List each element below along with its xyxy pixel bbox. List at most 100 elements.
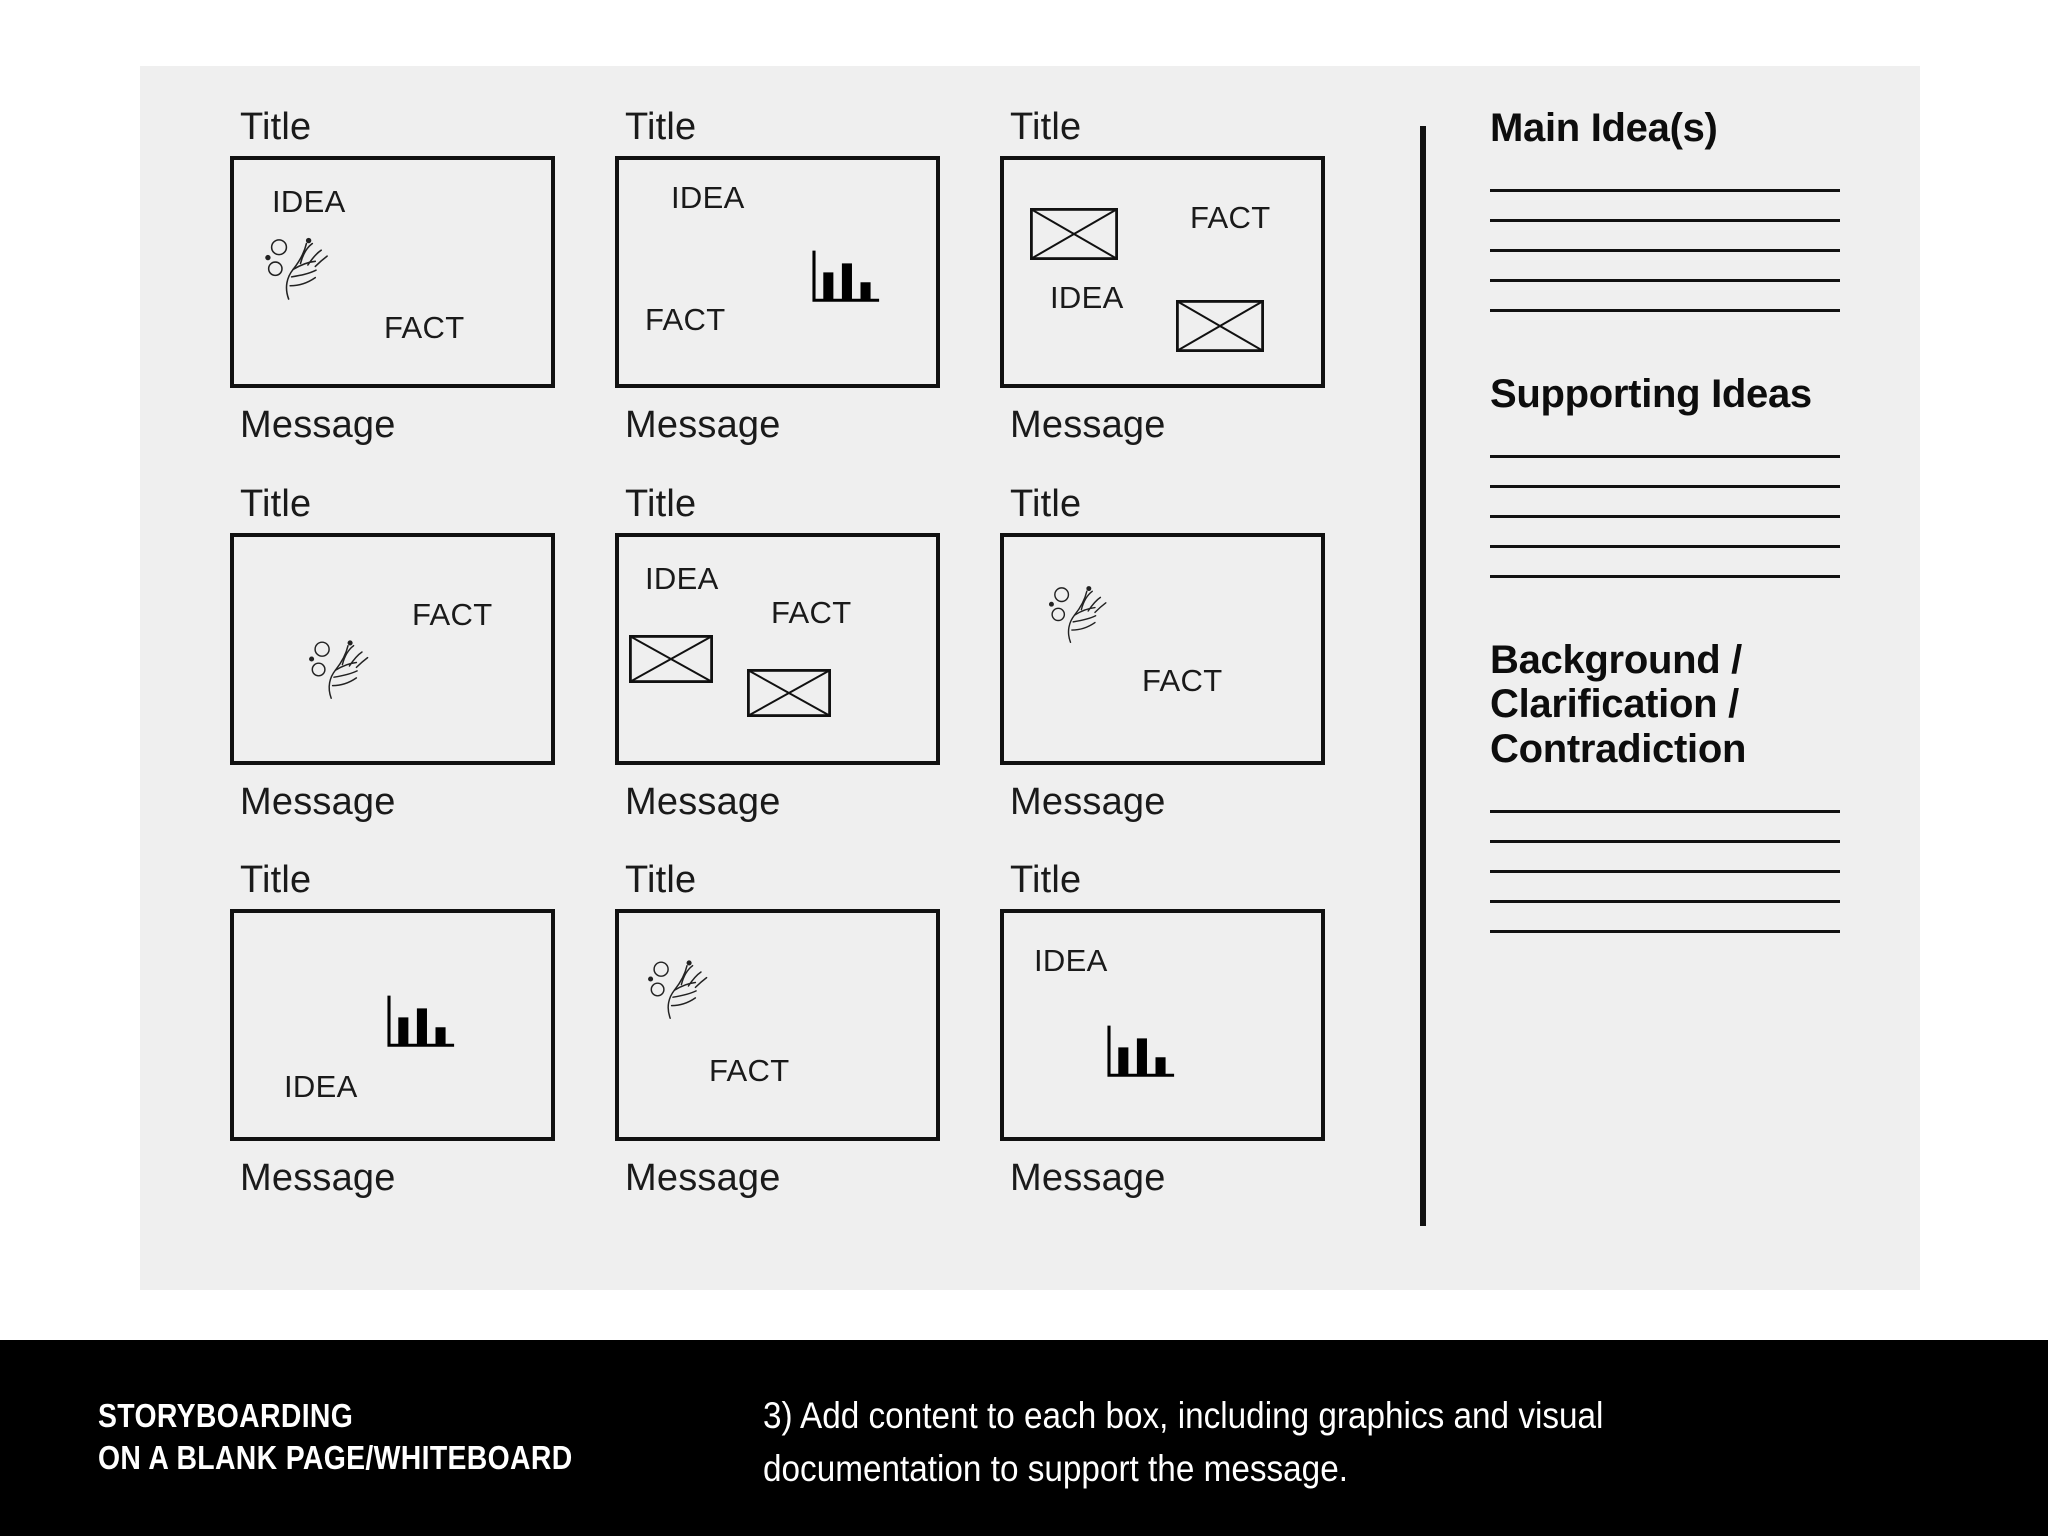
card-title: Title	[1010, 859, 1082, 902]
card-token-label-idea: IDEA	[284, 1069, 358, 1105]
crossed-image-placeholder-icon	[746, 668, 831, 717]
card-frame[interactable]: IDEA	[1000, 909, 1325, 1142]
note-rule[interactable]	[1490, 454, 1840, 458]
note-rule[interactable]	[1490, 544, 1840, 548]
card-token-label-fact: FACT	[771, 594, 852, 630]
card-frame[interactable]: IDEA	[230, 909, 555, 1142]
plant-sketch-icon	[645, 951, 715, 1021]
card-frame[interactable]: FACT	[230, 532, 555, 765]
note-rule[interactable]	[1490, 188, 1840, 192]
card-title: Title	[240, 482, 312, 525]
notes-heading: Supporting Ideas	[1490, 371, 1812, 416]
card-message: Message	[625, 404, 781, 446]
note-rule[interactable]	[1490, 869, 1840, 873]
card-frame[interactable]: IDEA FACT	[230, 156, 555, 388]
card-frame[interactable]: FACT	[1000, 532, 1325, 765]
plant-sketch-icon	[648, 960, 708, 1020]
note-rule[interactable]	[1490, 809, 1840, 813]
notes-section: Supporting Ideas	[1490, 372, 1890, 578]
card-message: Message	[1010, 1157, 1166, 1200]
card-token-label-fact: FACT	[412, 596, 493, 632]
plant-sketch-icon	[262, 228, 336, 302]
crossed-image-placeholder-icon	[1175, 299, 1264, 357]
plant-sketch-icon	[1048, 585, 1107, 643]
card-title: Title	[240, 859, 312, 902]
card-title: Title	[625, 106, 697, 148]
notes-section: Background / Clarification / Contradicti…	[1490, 638, 1890, 933]
card-frame[interactable]: FACT	[615, 909, 940, 1142]
note-rule[interactable]	[1490, 218, 1840, 222]
notes-ruled-lines[interactable]	[1490, 454, 1840, 578]
note-rule[interactable]	[1490, 514, 1840, 518]
footer-title-line-1: STORYBOARDING	[98, 1397, 354, 1434]
card-token-label-idea: IDEA	[1050, 280, 1124, 315]
card-token-label-fact: FACT	[645, 302, 726, 337]
crossed-image-placeholder-icon	[1029, 207, 1118, 265]
bar-chart-icon	[804, 246, 886, 308]
bar-chart-icon	[1100, 1021, 1180, 1083]
card-title: Title	[625, 482, 697, 525]
footer-title: STORYBOARDING ON A BLANK PAGE/WHITEBOARD	[98, 1395, 573, 1479]
card-title: Title	[625, 859, 697, 902]
note-rule[interactable]	[1490, 484, 1840, 488]
card-message: Message	[1010, 780, 1166, 823]
footer-step-text: 3) Add content to each box, including gr…	[763, 1395, 1604, 1489]
card-title: Title	[1010, 106, 1082, 148]
note-rule[interactable]	[1490, 308, 1840, 312]
crossed-image-placeholder-icon	[746, 668, 831, 722]
footer-title-line-2: ON A BLANK PAGE/WHITEBOARD	[98, 1439, 573, 1477]
plant-sketch-icon	[309, 640, 369, 699]
card-token-label-fact: FACT	[1142, 662, 1223, 698]
card-token-label-idea: IDEA	[645, 560, 719, 596]
card-token-label-fact: FACT	[384, 310, 465, 345]
note-rule[interactable]	[1490, 278, 1840, 282]
note-rule[interactable]	[1490, 929, 1840, 933]
card-message: Message	[240, 780, 396, 823]
note-rule[interactable]	[1490, 574, 1840, 578]
notes-heading: Main Idea(s)	[1490, 106, 1718, 150]
notes-ruled-lines[interactable]	[1490, 809, 1840, 933]
crossed-image-placeholder-icon	[628, 634, 713, 683]
crossed-image-placeholder-icon	[1175, 299, 1264, 353]
plant-sketch-icon	[1046, 577, 1114, 645]
note-rule[interactable]	[1490, 899, 1840, 903]
plant-sketch-icon	[306, 631, 376, 701]
card-message: Message	[240, 404, 396, 446]
card-message: Message	[1010, 404, 1166, 446]
card-title: Title	[240, 106, 312, 148]
bar-chart-icon	[1107, 1025, 1175, 1078]
card-message: Message	[625, 780, 781, 823]
notes-ruled-lines[interactable]	[1490, 188, 1840, 312]
notes-section: Main Idea(s)	[1490, 106, 1890, 312]
crossed-image-placeholder-icon	[628, 634, 713, 688]
bar-chart-icon	[387, 995, 455, 1048]
crossed-image-placeholder-icon	[1029, 207, 1118, 261]
bar-chart-icon	[812, 250, 880, 302]
card-token-label-idea: IDEA	[1034, 943, 1108, 979]
note-rule[interactable]	[1490, 248, 1840, 252]
bar-chart-icon	[380, 991, 460, 1053]
card-frame[interactable]: IDEA FACT	[615, 532, 940, 765]
card-token-label-fact: FACT	[709, 1053, 790, 1089]
card-message: Message	[625, 1157, 781, 1200]
card-token-label-idea: IDEA	[272, 184, 346, 219]
note-rule[interactable]	[1490, 839, 1840, 843]
footer-bar: STORYBOARDING ON A BLANK PAGE/WHITEBOARD…	[0, 1340, 2048, 1536]
plant-sketch-icon	[265, 237, 328, 300]
card-title: Title	[1010, 482, 1082, 525]
vertical-divider	[1420, 126, 1426, 1226]
